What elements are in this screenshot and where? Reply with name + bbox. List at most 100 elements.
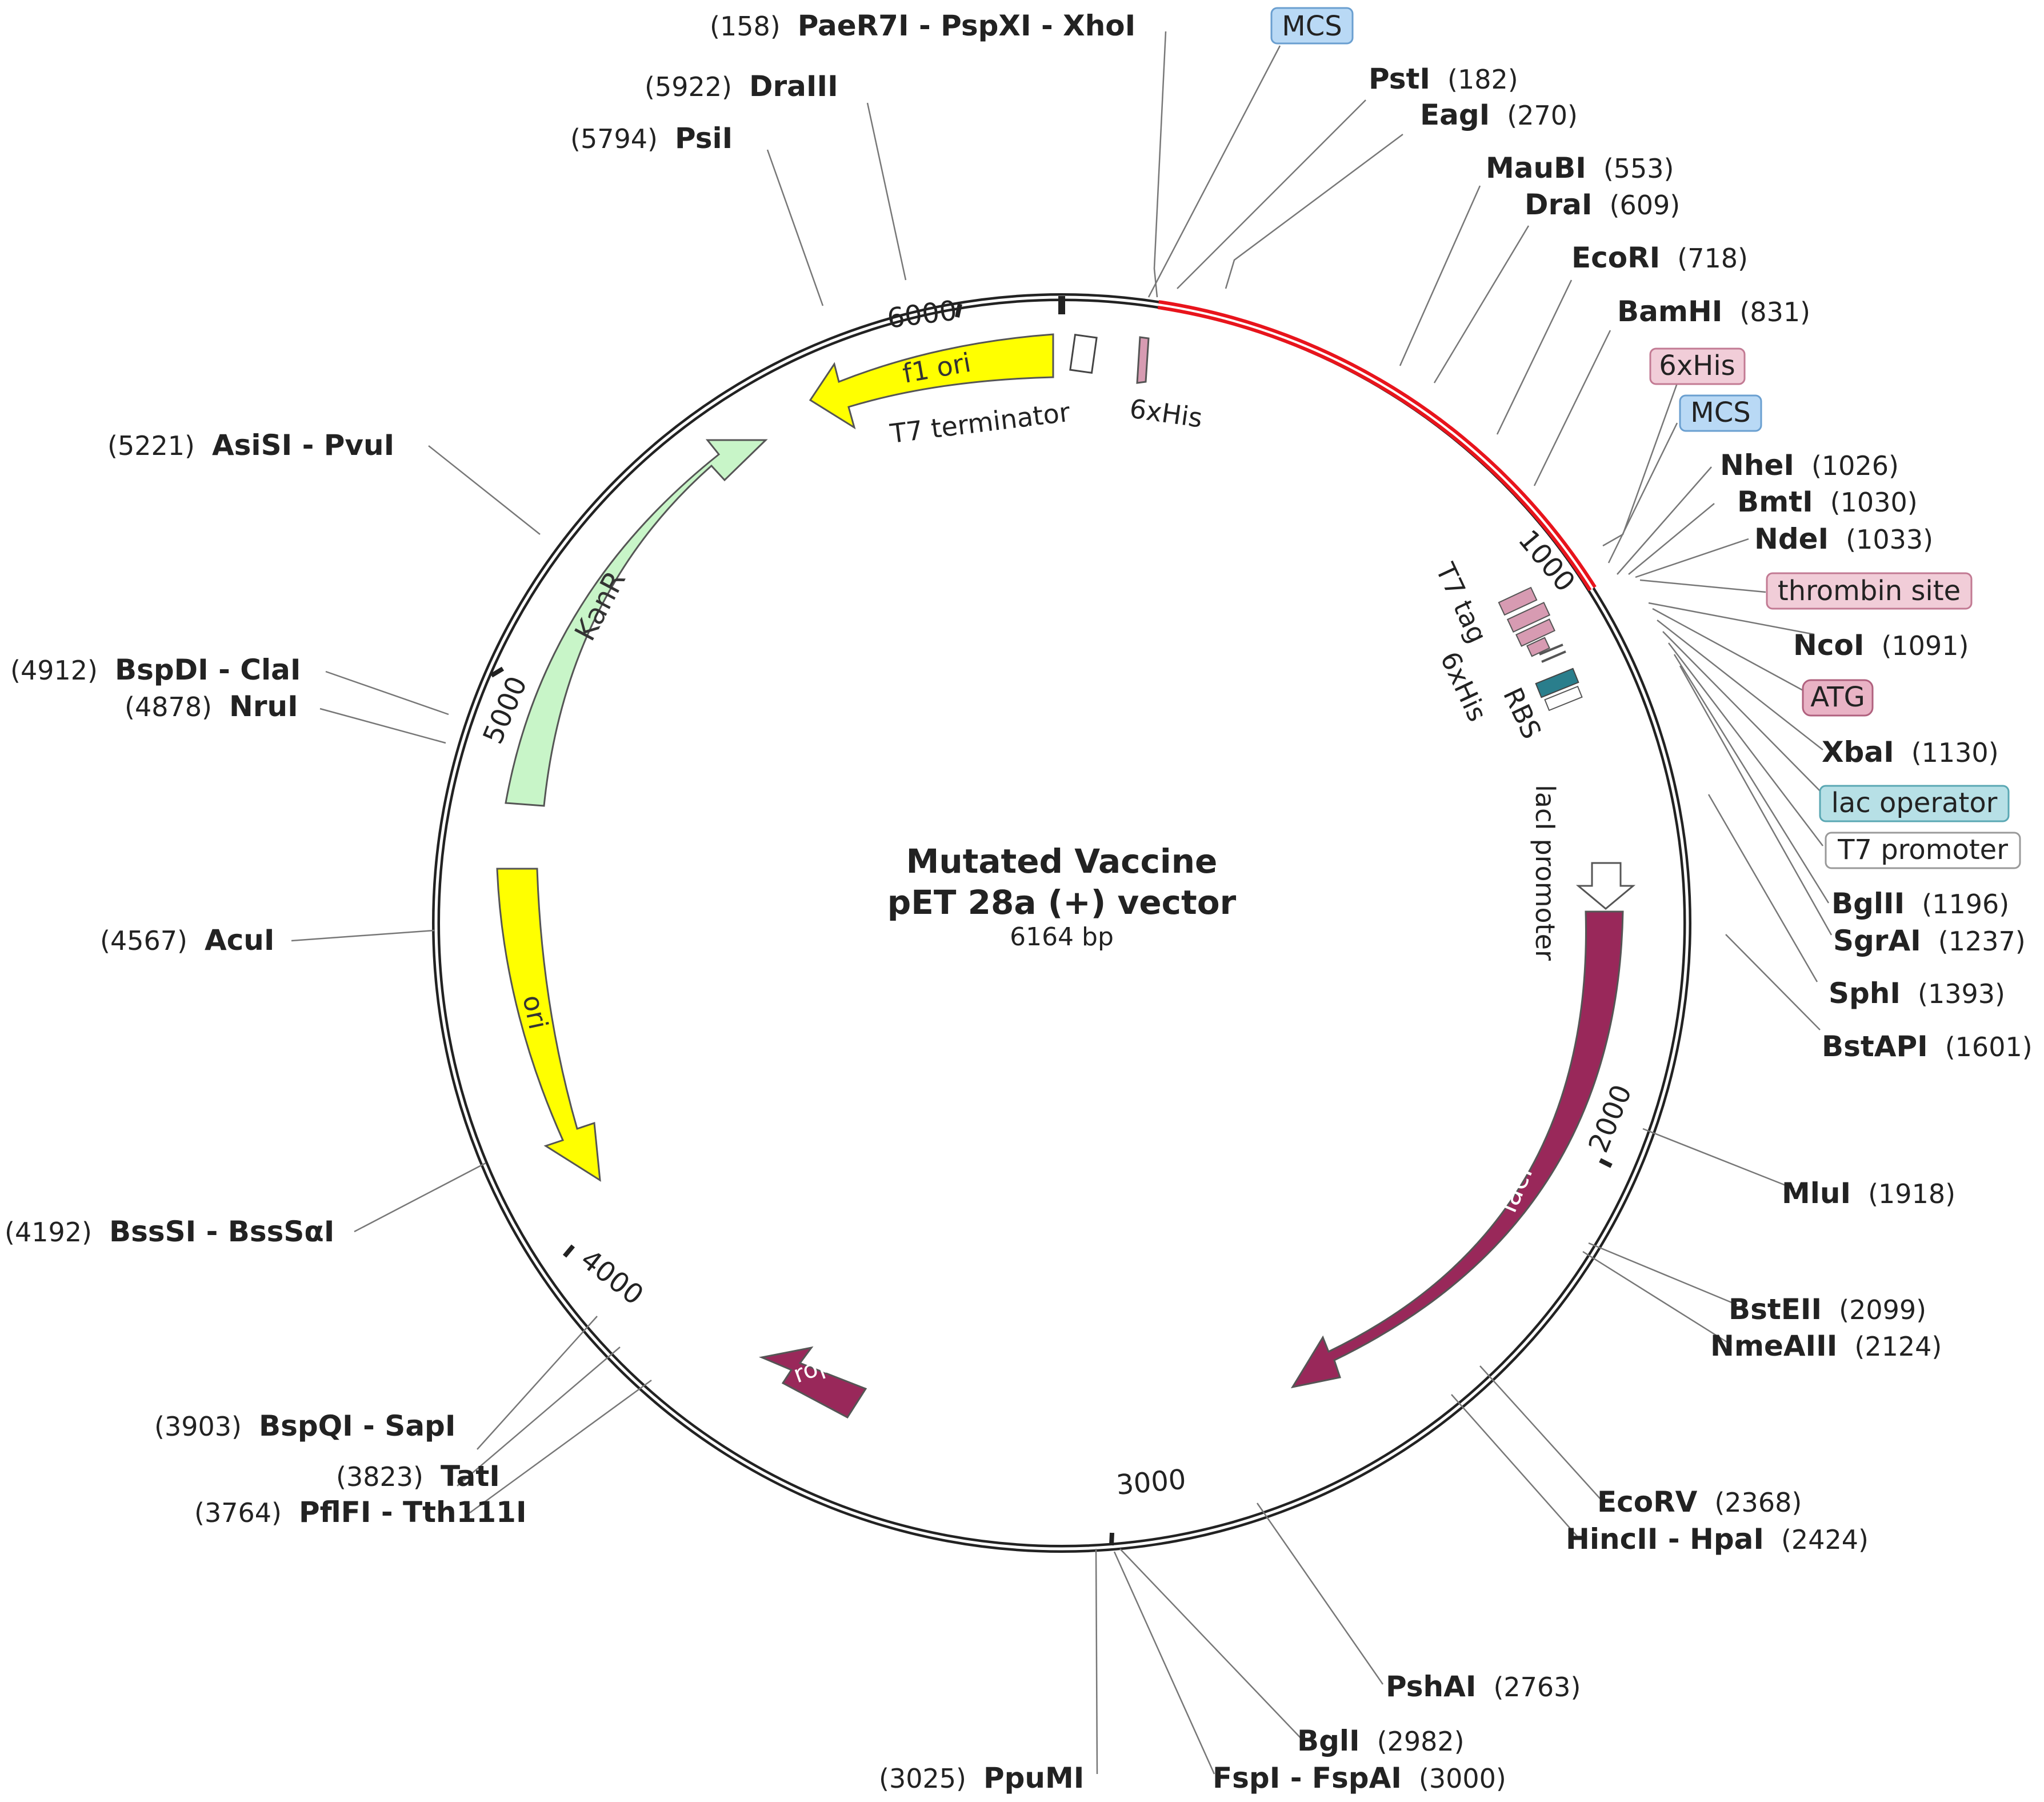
enzyme-nrui-name: NruI: [229, 690, 298, 723]
tag-thrombin-border: [1766, 572, 1973, 610]
feature-tags: MCS 6xHis MCS thrombin site ATG lac oper…: [1270, 7, 2021, 869]
enzyme-pshai: PshAI (2763): [1386, 1670, 1581, 1703]
enzyme-acui-pos: (4567): [100, 925, 187, 956]
enzyme-tati: (3823)TatI: [336, 1460, 500, 1493]
enzyme-hincii-name: HincII - HpaI: [1566, 1523, 1764, 1556]
tag-atg-border: [1802, 679, 1874, 717]
tick-label-4000: 4000: [575, 1243, 650, 1311]
enzyme-bstapi-name: BstAPI: [1822, 1030, 1928, 1063]
t7-terminator-label: T7 terminator: [888, 397, 1072, 449]
enzyme-bsssi-pos: (4192): [5, 1217, 92, 1248]
enzyme-bspqi-name: BspQI - SapI: [259, 1409, 455, 1443]
laci-promoter-label: lacI promoter: [1530, 785, 1561, 961]
leader-lines: [291, 31, 1833, 1775]
tick-2000: [1599, 1158, 1613, 1168]
laci-promoter-arrow: [1575, 862, 1636, 910]
enzyme-psti-pos: (182): [1447, 64, 1518, 95]
enzyme-xbai: XbaI(1130): [1822, 736, 1999, 769]
enzyme-asisi: (5221)AsiSI - PvuI: [107, 429, 394, 462]
enzyme-ecori-pos: (718): [1677, 243, 1748, 274]
enzyme-bmti-pos: (1030): [1830, 487, 1918, 518]
enzyme-hincii-pos: (2424): [1781, 1524, 1869, 1555]
rop-arrow: [758, 1346, 867, 1419]
tag-atg-box: [1803, 680, 1873, 716]
enzyme-pflfi: (3764) PflFI - Tth111I: [194, 1496, 527, 1529]
his-tag-bottom-label: 6xHis: [1434, 647, 1493, 726]
enzyme-paer7i-name: PaeR7I - PspXI - XhoI: [798, 9, 1136, 42]
t7-tag-label: T7 tag: [1430, 558, 1494, 648]
enzyme-bsteii-name: BstEII: [1729, 1293, 1822, 1326]
enzyme-drai-pos: (609): [1610, 190, 1681, 221]
tag-mcs-right-box: [1680, 395, 1761, 431]
enzyme-eagi: EagI(270): [1420, 98, 1578, 131]
enzyme-bamhi-pos: (831): [1739, 297, 1810, 327]
enzyme-draiii-pos: (5922): [645, 71, 732, 102]
enzyme-maubi-pos: (553): [1603, 153, 1674, 184]
enzyme-paer7i: (158)PaeR7I - PspXI - XhoI: [710, 9, 1135, 42]
enzyme-ecori-name: EcoRI: [1571, 241, 1660, 274]
cassette-stripe-2: [1541, 650, 1566, 663]
tick-6000: [955, 303, 962, 318]
enzyme-ecorv-name: EcoRV: [1597, 1485, 1698, 1519]
enzyme-sgrai: SgrAI (1237): [1833, 924, 2026, 957]
tag-mcs-right-border: [1679, 394, 1762, 432]
enzyme-ecorv: EcoRV (2368): [1597, 1485, 1802, 1519]
enzyme-ecori: EcoRI (718): [1571, 241, 1748, 274]
enzyme-bsssi-name: BssSI - BssSαI: [109, 1215, 334, 1248]
enzyme-ndei-name: NdeI: [1754, 522, 1829, 556]
title-line1: Mutated Vaccine: [906, 842, 1218, 881]
enzyme-sgrai-name: SgrAI: [1833, 924, 1921, 957]
tag-mcs-top: MCS: [1270, 7, 1354, 45]
enzyme-bmti: BmtI(1030): [1737, 485, 1918, 518]
enzyme-sgrai-pos: (1237): [1938, 926, 2026, 957]
enzyme-bgli-name: BglI: [1297, 1724, 1360, 1757]
enzyme-acui: (4567)AcuI: [100, 924, 275, 957]
t7-tag-glyph: [1498, 586, 1538, 616]
thrombin-glyph: [1506, 602, 1551, 633]
tag-his-right-box: [1650, 349, 1745, 384]
ori-arrow: [496, 868, 601, 1182]
enzyme-nrui-pos: (4878): [125, 692, 212, 722]
enzyme-bsssi: (4192) BssSI - BssSαI: [5, 1215, 334, 1248]
tick-3000: [1109, 1532, 1114, 1546]
tag-t7-promoter: T7 promoter: [1825, 832, 2021, 869]
enzyme-drai: DraI(609): [1525, 188, 1680, 221]
enzyme-pflfi-name: PflFI - Tth111I: [299, 1496, 527, 1529]
enzyme-fspi: FspI - FspAI (3000): [1213, 1761, 1506, 1795]
tag-mcs-top-border: [1270, 7, 1354, 45]
his-tag-top-glyph: [1136, 336, 1150, 384]
enzyme-pshai-name: PshAI: [1386, 1670, 1476, 1703]
tag-mcs-top-box: [1271, 8, 1353, 43]
enzyme-ndei: NdeI(1033): [1754, 522, 1933, 556]
cassette-glyphs: [1498, 586, 1583, 712]
enzyme-bstapi-pos: (1601): [1945, 1032, 2033, 1062]
ori-label: ori: [517, 992, 554, 1032]
enzyme-ppumi-name: PpuMI: [983, 1761, 1084, 1795]
enzyme-bspdi-name: BspDI - ClaI: [115, 653, 301, 686]
tag-t7-promoter-text: T7 promoter: [1837, 834, 2008, 866]
enzyme-xbai-pos: (1130): [1911, 737, 1999, 768]
enzyme-ecorv-pos: (2368): [1714, 1487, 1802, 1518]
enzyme-bglii-pos: (1196): [1922, 889, 2009, 920]
cassette-stripe-1: [1539, 644, 1563, 656]
enzyme-draiii: (5922)DraIII: [645, 70, 838, 103]
insert-segment: [1157, 300, 1597, 592]
enzyme-fspi-pos: (3000): [1419, 1763, 1506, 1794]
tag-mcs-right-text: MCS: [1690, 397, 1750, 429]
enzyme-ppumi: (3025) PpuMI: [879, 1761, 1084, 1795]
tick-4000: [562, 1244, 575, 1258]
enzyme-pflfi-pos: (3764): [194, 1497, 282, 1528]
tag-atg-text: ATG: [1810, 681, 1865, 713]
tag-his-right: 6xHis: [1649, 347, 1746, 385]
rbs-glyph: [1535, 668, 1579, 698]
enzyme-maubi: MauBI(553): [1486, 151, 1674, 185]
enzyme-pshai-pos: (2763): [1493, 1672, 1581, 1703]
enzyme-nrui: (4878) NruI: [125, 690, 298, 723]
enzyme-ppumi-pos: (3025): [879, 1763, 966, 1794]
enzyme-fspi-name: FspI - FspAI: [1213, 1761, 1402, 1795]
enzyme-bsteii: BstEII (2099): [1729, 1293, 1926, 1326]
tag-lac-operator-border: [1819, 785, 2010, 822]
enzyme-bsteii-pos: (2099): [1839, 1294, 1926, 1325]
tag-mcs-top-text: MCS: [1282, 10, 1342, 42]
